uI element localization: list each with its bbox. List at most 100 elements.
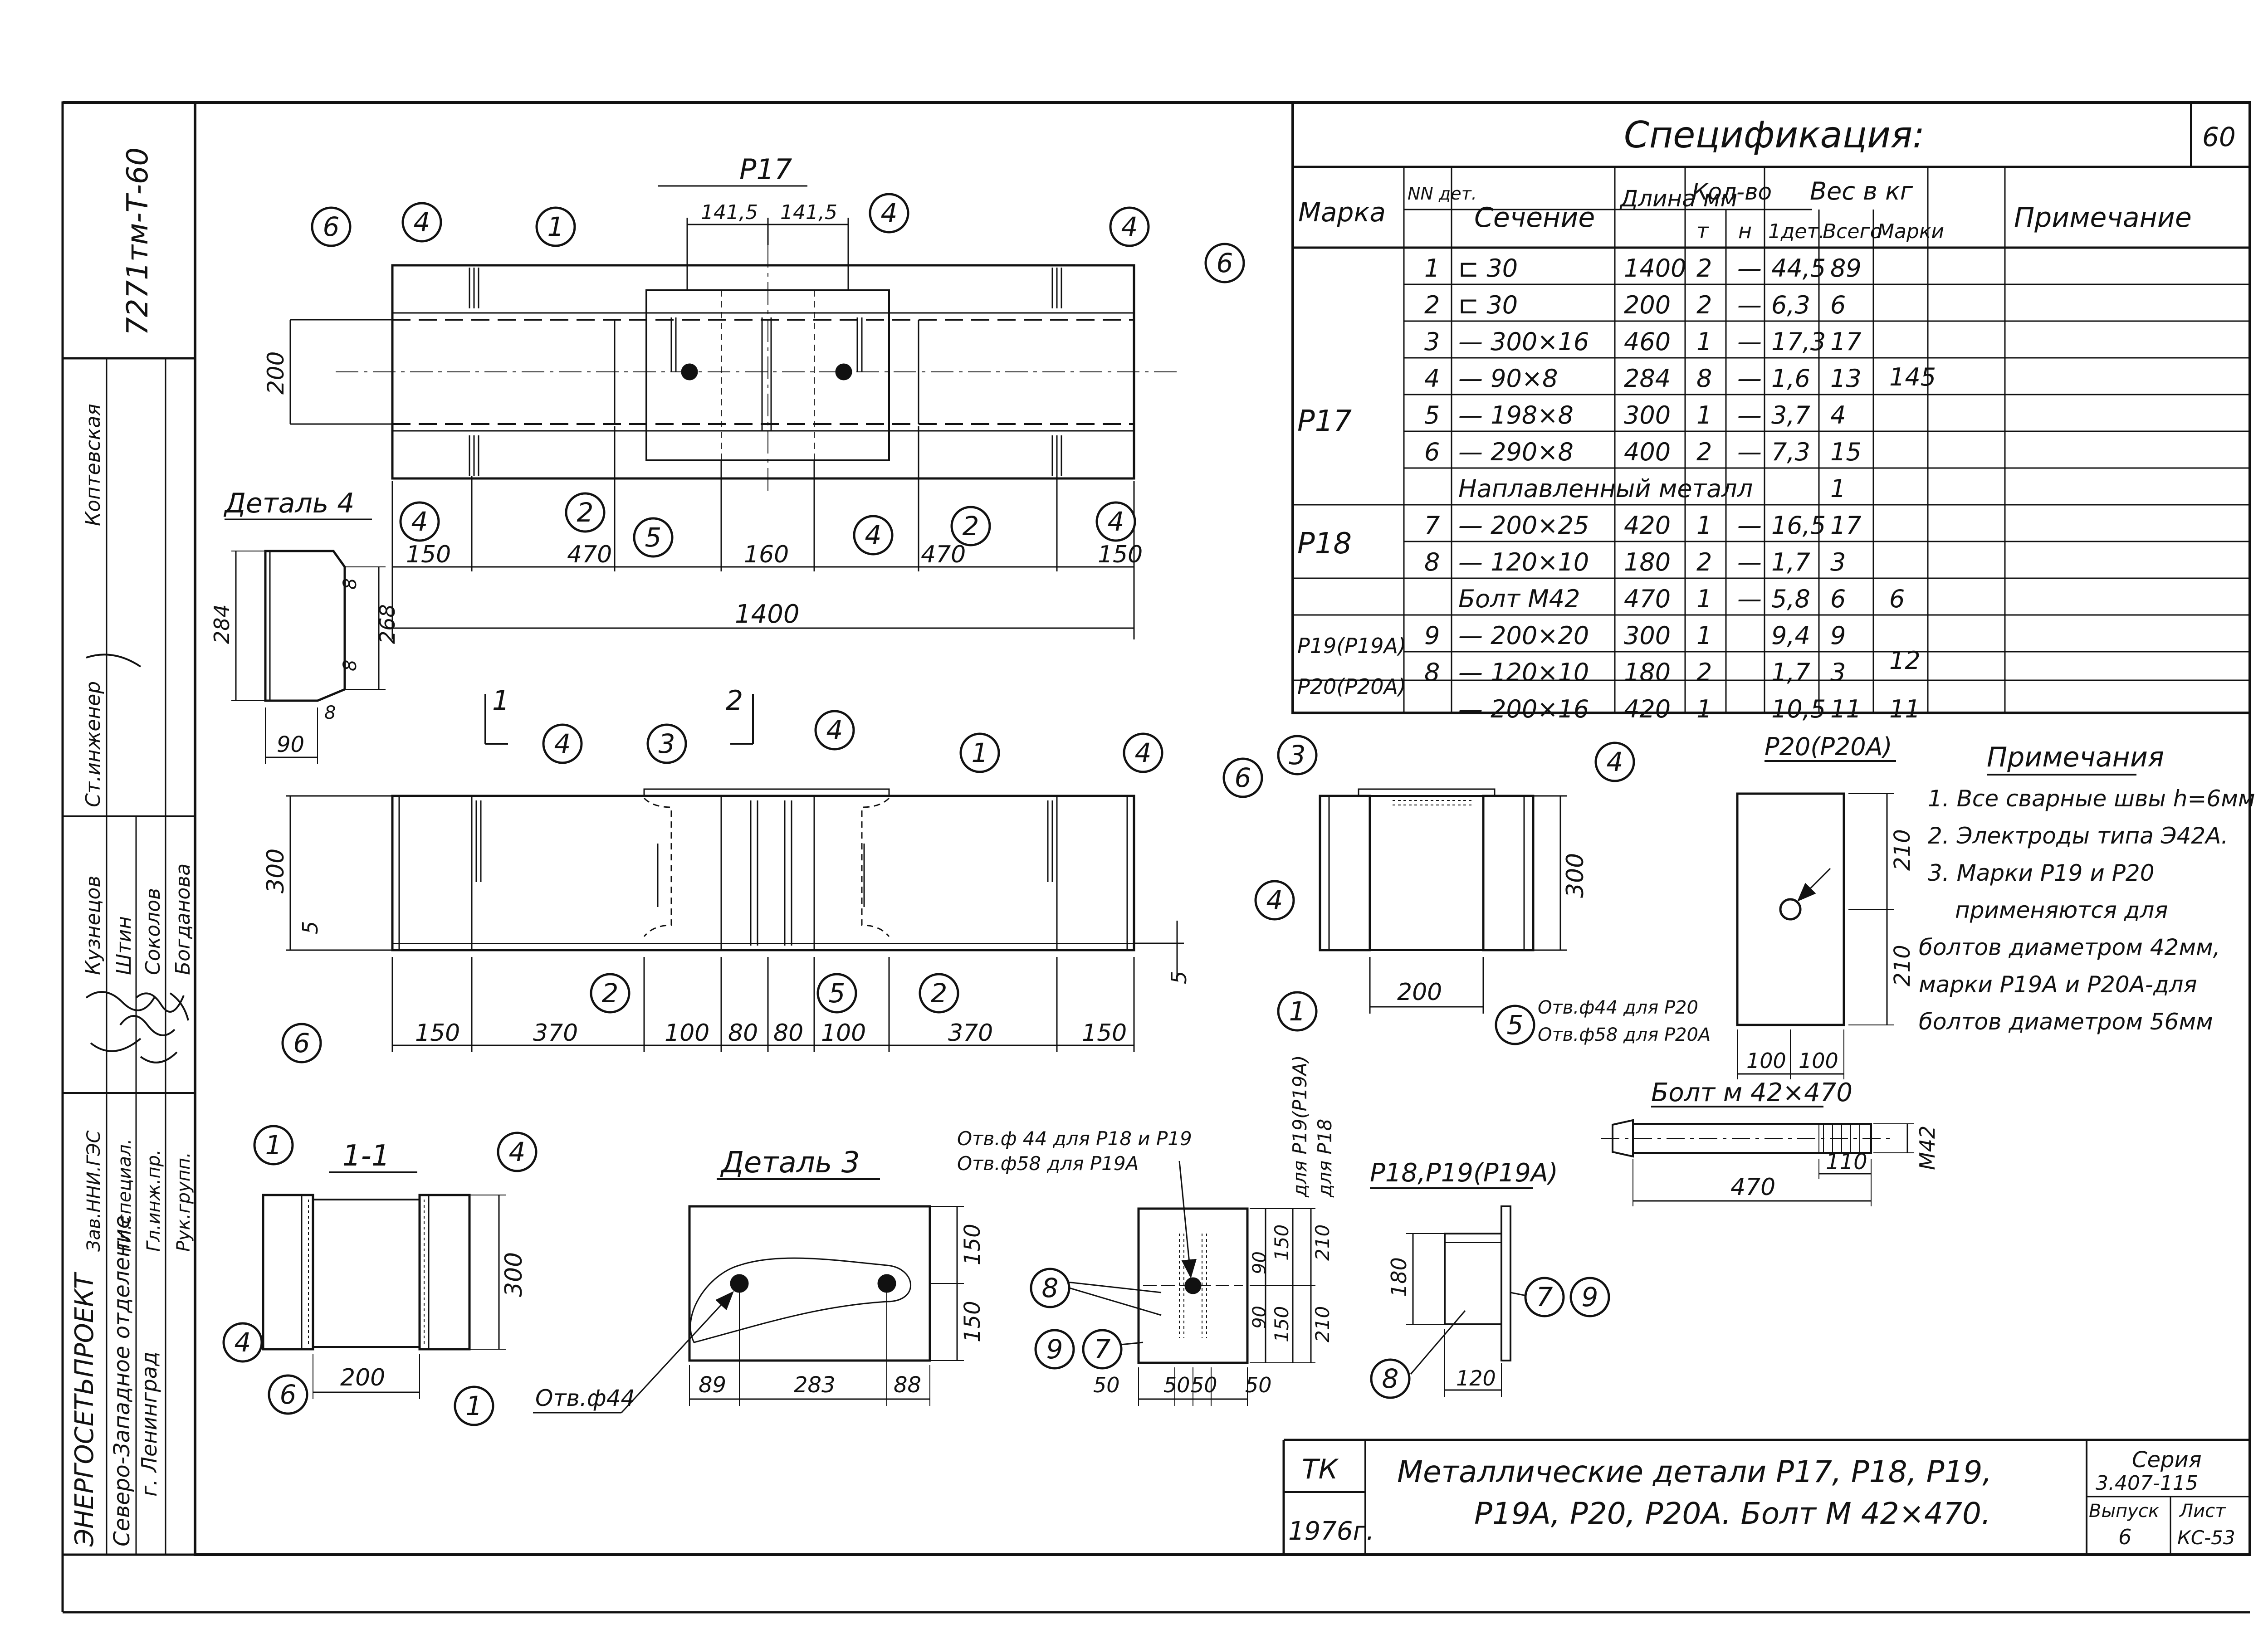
spec-cell-section: ⊏ 30 xyxy=(1458,254,1518,283)
spec-cell-qt: 2 xyxy=(1696,438,1712,466)
callout-circle xyxy=(497,1132,538,1172)
title-issue-label: Выпуск xyxy=(2089,1501,2159,1522)
spec-cell-num: 6 xyxy=(1424,438,1440,466)
title-issue: 6 xyxy=(2118,1525,2131,1549)
callout-circle xyxy=(542,723,583,764)
callout-number: 4 xyxy=(1266,885,1283,916)
spec-cell-wm: 6 xyxy=(1889,585,1905,613)
front-cut-1: 1 xyxy=(492,685,509,717)
spec-cell-qt: 8 xyxy=(1696,364,1712,393)
notes-line-5: болтов диаметром 42мм, xyxy=(1919,934,2220,961)
spec-cell-w1: 17,3 xyxy=(1771,327,1826,356)
callout-number: 5 xyxy=(645,522,662,553)
spec-cell-qt: 1 xyxy=(1696,401,1712,429)
callout-circle xyxy=(1524,1277,1565,1317)
p18-hole-note-1: Отв.ф 44 для Р18 и Р19 xyxy=(957,1127,1192,1150)
spec-cell-length: 470 xyxy=(1624,585,1671,613)
notes-title: Примечания xyxy=(1987,741,2164,773)
detail4-dim-6: 90 xyxy=(277,732,304,757)
callout-number: 4 xyxy=(554,728,571,759)
front-dim-5-right: 5 xyxy=(1167,971,1191,984)
callout-circle xyxy=(1569,1277,1610,1317)
bolt-dim-thread: 110 xyxy=(1826,1149,1867,1175)
view-section11 xyxy=(262,1171,506,1399)
callout-circle xyxy=(1030,1268,1070,1308)
view-front-text: 1 2 300 5 5 150 370 100 80 80 100 370 15… xyxy=(262,685,1191,1047)
spec-cell-qn: — xyxy=(1737,511,1762,540)
front-dim-bottom-7: 370 xyxy=(948,1019,993,1047)
spec-header-weight: Вес в кг xyxy=(1810,177,1913,205)
view-p17-top xyxy=(289,185,1179,639)
bolt-title: Болт м 42×470 xyxy=(1651,1078,1853,1107)
spec-cell-qt: 1 xyxy=(1696,695,1712,723)
spec-title: Спецификация: xyxy=(1624,114,1925,156)
spec-cell-section: ⊏ 30 xyxy=(1458,291,1518,319)
callout-circle xyxy=(1222,757,1263,798)
detail3-hole-note: Отв.ф44 xyxy=(535,1385,635,1411)
p18-hole-note-2: Отв.ф58 для Р19А xyxy=(957,1152,1139,1175)
spec-cell-w1: 44,5 xyxy=(1771,254,1826,283)
callout-number: 9 xyxy=(1046,1334,1063,1365)
front-dim-bottom-6: 100 xyxy=(821,1019,866,1047)
callout-circle xyxy=(281,1023,322,1063)
spec-cell-qt: 2 xyxy=(1696,548,1712,576)
section11-dim-height: 300 xyxy=(500,1252,528,1297)
detail3-dim-v-2: 150 xyxy=(960,1301,985,1342)
notes-line-6: марки Р19А и Р20А-для xyxy=(1919,971,2197,998)
notes-line-3: 3. Марки Р19 и Р20 xyxy=(1928,860,2155,886)
callout-number: 4 xyxy=(411,506,428,537)
spec-cell-w1: 7,3 xyxy=(1771,438,1810,466)
p18-dim-v-2: 150 xyxy=(1271,1306,1293,1342)
callout-number: 1 xyxy=(972,737,988,768)
front-dim-height: 300 xyxy=(262,849,289,893)
p18-side-dim-h: 180 xyxy=(1387,1257,1411,1297)
p18-dim-v-3: 210 xyxy=(1311,1224,1334,1261)
spec-cell-qn: — xyxy=(1737,548,1762,576)
front-dim-bottom-5: 80 xyxy=(773,1019,803,1047)
spec-cell-length: 420 xyxy=(1624,511,1671,540)
view-p18-side-text: Р18,Р19(Р19А) 180 120 xyxy=(1370,1158,1558,1390)
callout-circle xyxy=(1277,735,1318,776)
callout-circle xyxy=(646,723,687,764)
spec-cell-wt: 89 xyxy=(1830,254,1862,283)
view-p18-plate-text: Отв.ф 44 для Р18 и Р19 Отв.ф58 для Р19А … xyxy=(957,1055,1336,1397)
notes-line-1: 1. Все сварные швы h=6мм xyxy=(1928,785,2255,812)
view-p18-side xyxy=(1370,1187,1534,1397)
front-dim-5: 5 xyxy=(298,921,323,934)
p20-dim-h-2: 100 xyxy=(1799,1049,1838,1073)
section11-title: 1-1 xyxy=(342,1139,390,1173)
p18-dim-v-6: 90 xyxy=(1249,1306,1270,1329)
signature-mark xyxy=(85,654,176,1052)
spec-cell-qt: 1 xyxy=(1696,511,1712,540)
detail4-dim-5: 8 xyxy=(324,702,336,723)
p20-dim-v-1: 210 xyxy=(1890,829,1915,871)
spec-cell-length: 200 xyxy=(1624,291,1671,319)
side-stamp-role-2: Гл.специал. xyxy=(114,1139,135,1252)
spec-cell-wm: 12 xyxy=(1889,646,1921,675)
detail4-title: Деталь 4 xyxy=(223,488,354,519)
title-year: 1976г. xyxy=(1288,1517,1374,1546)
callout-circle xyxy=(853,515,894,556)
detail3-dim-v-1: 150 xyxy=(960,1224,985,1265)
spec-header-w-det: 1дет. xyxy=(1768,220,1825,243)
front-dim-bottom-4: 80 xyxy=(728,1019,758,1047)
view-detail4-text: Деталь 4 284 268 8 8 8 90 xyxy=(210,488,400,757)
spec-cell-qn: — xyxy=(1737,438,1762,466)
spec-cell-wt: 13 xyxy=(1830,364,1862,393)
spec-cell-w1: 6,3 xyxy=(1771,291,1810,319)
callout-number: 7 xyxy=(1536,1282,1553,1312)
p17-dim-height: 200 xyxy=(263,351,289,395)
spec-cell-section: — 200×16 xyxy=(1458,695,1589,723)
spec-cell-wt: 3 xyxy=(1830,548,1846,576)
notes-line-7: болтов диаметром 56мм xyxy=(1919,1009,2213,1035)
spec-header-section: Сечение xyxy=(1474,202,1595,234)
callout-circle xyxy=(633,517,674,558)
detail3-dim-h-3: 88 xyxy=(894,1372,921,1398)
callout-number: 1 xyxy=(466,1390,483,1421)
callout-number: 2 xyxy=(931,978,948,1009)
side-stamp: 7271тм-Т-60 ЭНЕРГОСЕТЬПРОЕКТ Северо-Запа… xyxy=(61,101,196,1556)
p18-dim-v-1: 150 xyxy=(1271,1224,1293,1261)
side-stamp-role-1: Зав.ННИ.ГЭС xyxy=(83,1131,104,1252)
spec-cell-num: 3 xyxy=(1424,327,1440,356)
spec-cell-qn: — xyxy=(1737,401,1762,429)
